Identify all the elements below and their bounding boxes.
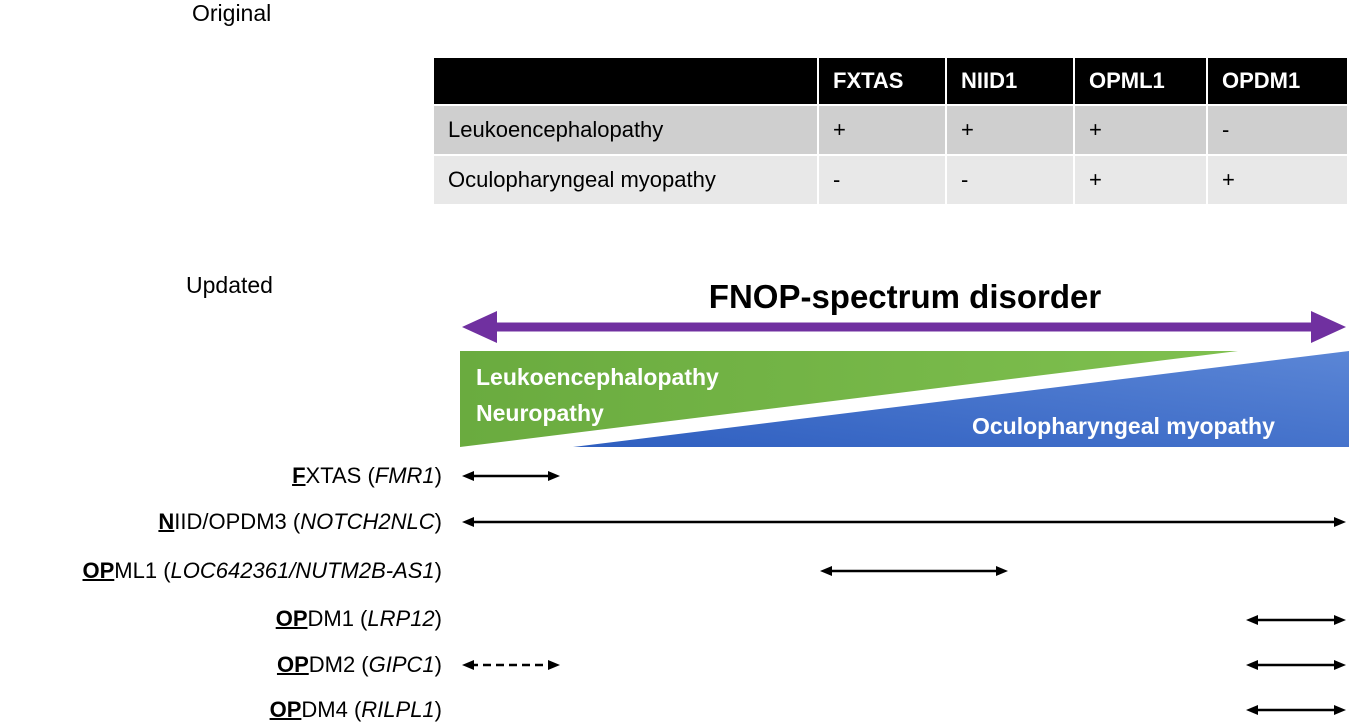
label-text: IID/OPDM3 ( bbox=[174, 509, 301, 534]
label-prefix: OP bbox=[275, 606, 308, 631]
table-row: Oculopharyngeal myopathy - - + + bbox=[434, 154, 1347, 204]
table-cell: + bbox=[945, 104, 1074, 155]
table-header-opml1: OPML1 bbox=[1073, 58, 1207, 105]
label-prefix: OP bbox=[276, 652, 309, 677]
fxtas-range-arrow bbox=[462, 471, 560, 481]
label-suffix: ) bbox=[434, 463, 442, 488]
table-header-row: FXTAS NIID1 OPML1 OPDM1 bbox=[434, 58, 1347, 105]
spectrum-double-arrow bbox=[462, 311, 1346, 343]
table-row-label: Leukoencephalopathy bbox=[434, 104, 818, 155]
gene-name: GIPC1 bbox=[368, 652, 435, 677]
table-cell: + bbox=[1073, 104, 1207, 155]
niid-range-arrow bbox=[462, 517, 1346, 527]
opdm2-range-arrow bbox=[1246, 660, 1346, 670]
table-header-opdm1: OPDM1 bbox=[1206, 58, 1347, 105]
gene-name: RILPL1 bbox=[361, 697, 435, 722]
label-prefix: N bbox=[158, 509, 175, 534]
opdm1-range-arrow bbox=[1246, 615, 1346, 625]
leukoencephalopathy-wedge bbox=[460, 351, 1238, 447]
opml1-range-arrow bbox=[820, 566, 1008, 576]
leukoencephalopathy-label: Leukoencephalopathy bbox=[476, 364, 719, 390]
label-suffix: ) bbox=[434, 697, 442, 722]
table-cell: - bbox=[817, 154, 946, 204]
disorder-label-opdm4: OPDM4 (RILPL1) bbox=[270, 697, 442, 723]
table-header-empty bbox=[434, 58, 818, 105]
spectrum-title: FNOP-spectrum disorder bbox=[708, 278, 1102, 315]
table-row-label: Oculopharyngeal myopathy bbox=[434, 154, 818, 204]
table-row: Leukoencephalopathy + + + - bbox=[434, 104, 1347, 155]
oculopharyngeal-myopathy-label: Oculopharyngeal myopathy bbox=[972, 413, 1275, 439]
disorder-label-opml1: OPML1 (LOC642361/NUTM2B-AS1) bbox=[83, 558, 443, 584]
comparison-table: FXTAS NIID1 OPML1 OPDM1 Leukoencephalopa… bbox=[434, 58, 1347, 204]
table-cell: - bbox=[1206, 104, 1347, 155]
label-suffix: ) bbox=[434, 509, 442, 534]
updated-section-label: Updated bbox=[186, 272, 273, 298]
label-text: ML1 ( bbox=[114, 558, 171, 583]
gene-name: LOC642361/NUTM2B-AS1 bbox=[170, 558, 435, 583]
table-cell: + bbox=[1073, 154, 1207, 204]
table-header-fxtas: FXTAS bbox=[817, 58, 946, 105]
label-prefix: OP bbox=[82, 558, 115, 583]
gene-name: NOTCH2NLC bbox=[300, 509, 435, 534]
opdm2-dashed-range-arrow bbox=[462, 660, 560, 670]
table-cell: - bbox=[945, 154, 1074, 204]
gene-name: LRP12 bbox=[367, 606, 435, 631]
table-cell: + bbox=[1206, 154, 1347, 204]
oculopharyngeal-wedge bbox=[573, 351, 1349, 447]
table-header-niid1: NIID1 bbox=[945, 58, 1074, 105]
label-suffix: ) bbox=[434, 558, 442, 583]
disorder-label-opdm2: OPDM2 (GIPC1) bbox=[277, 652, 442, 678]
label-text: DM4 ( bbox=[301, 697, 362, 722]
table-cell: + bbox=[817, 104, 946, 155]
label-prefix: F bbox=[292, 463, 306, 488]
disorder-label-niid: NIID/OPDM3 (NOTCH2NLC) bbox=[158, 509, 442, 535]
label-text: XTAS ( bbox=[305, 463, 375, 488]
disorder-label-opdm1: OPDM1 (LRP12) bbox=[276, 606, 442, 632]
neuropathy-label: Neuropathy bbox=[476, 400, 604, 426]
label-text: DM2 ( bbox=[308, 652, 369, 677]
gene-name: FMR1 bbox=[374, 463, 435, 488]
label-prefix: OP bbox=[269, 697, 302, 722]
label-text: DM1 ( bbox=[307, 606, 368, 631]
original-section-label: Original bbox=[192, 0, 272, 26]
label-suffix: ) bbox=[434, 652, 442, 677]
opdm4-range-arrow bbox=[1246, 705, 1346, 715]
disorder-label-fxtas: FXTAS (FMR1) bbox=[292, 463, 442, 489]
label-suffix: ) bbox=[434, 606, 442, 631]
